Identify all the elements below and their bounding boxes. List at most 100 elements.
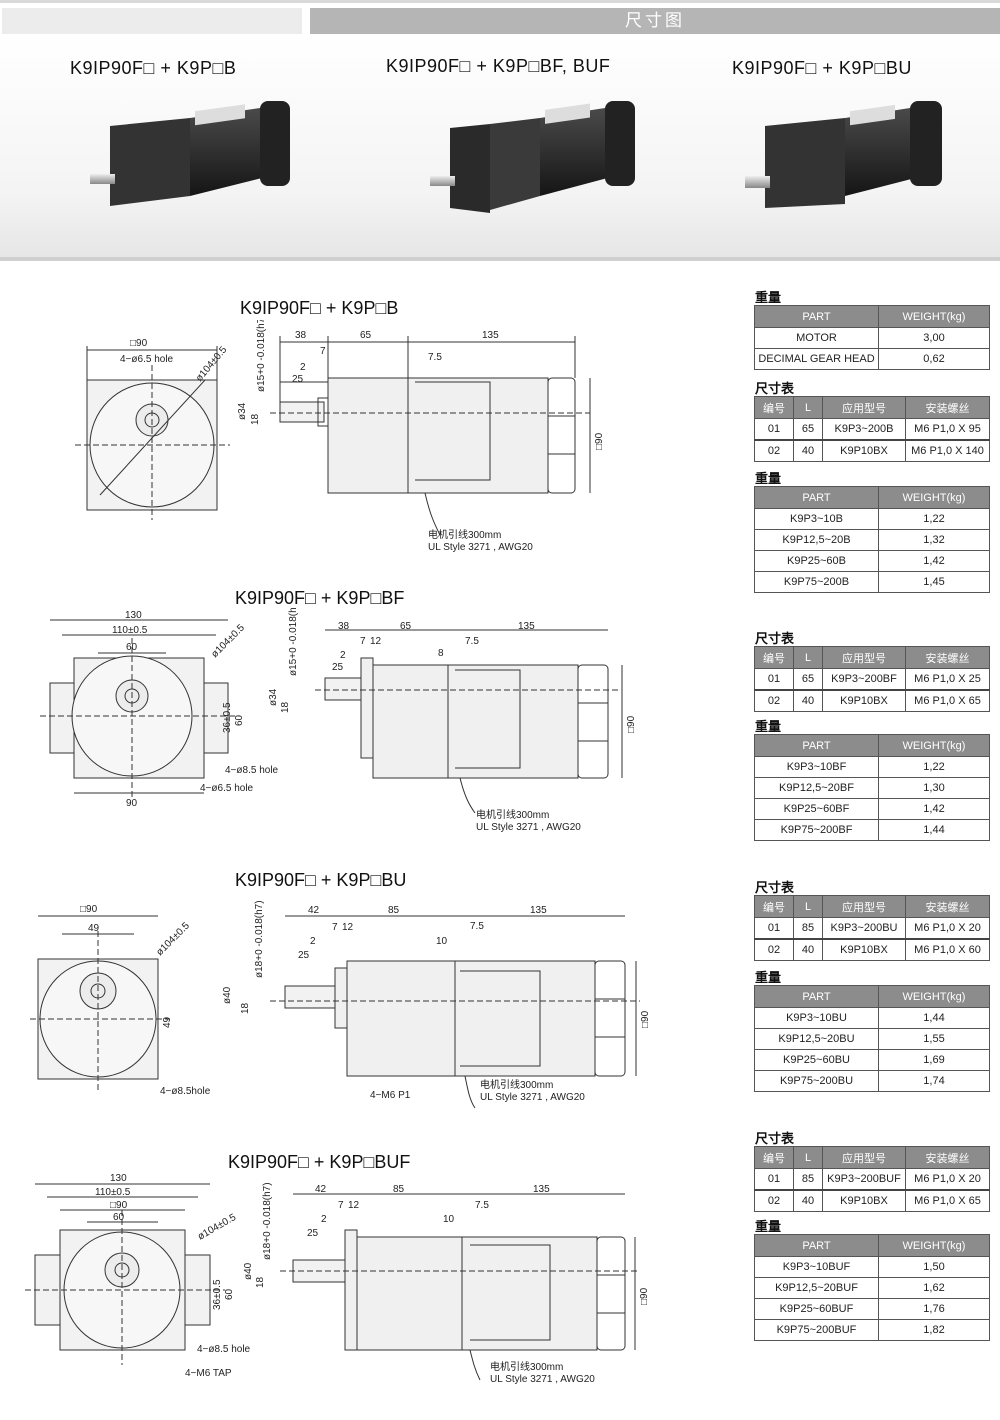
dim-body: □90 xyxy=(639,1287,650,1305)
tap-label: 4−M6 P1 xyxy=(370,1090,411,1101)
dim-7: 7 xyxy=(332,922,338,933)
cable-spec: UL Style 3271 , AWG20 xyxy=(476,822,581,833)
dim-body: □90 xyxy=(594,432,605,450)
product-title-b: K9IP90F□ + K9P□B xyxy=(70,58,237,78)
dim-2: 2 xyxy=(300,362,306,373)
dim-body: □90 xyxy=(626,715,637,733)
label-buf-size: 尺寸表 xyxy=(755,1131,795,1146)
dim-shaft: ø18+0 -0.018(h7) xyxy=(262,1182,273,1260)
drawing-title-bf: K9IP90F□ + K9P□BF xyxy=(235,588,405,608)
dim-60v: 60 xyxy=(224,1288,235,1300)
dim-65: 65 xyxy=(360,330,372,341)
drawing-title-buf: K9IP90F□ + K9P□BUF xyxy=(228,1152,411,1172)
label-bf-size: 尺寸表 xyxy=(755,631,795,646)
dim-49: 49 xyxy=(88,923,100,934)
dim-130: 130 xyxy=(110,1173,127,1184)
dim-7-5: 7.5 xyxy=(475,1200,489,1211)
drawing-bf: 130 110±0.5 60 ø104±0.5 36±0.5 60 4−ø8.5… xyxy=(40,608,637,833)
hero-divider xyxy=(0,257,1000,261)
dim-dia: ø34 xyxy=(268,688,279,706)
dim-12: 12 xyxy=(370,636,382,647)
dim-65: 65 xyxy=(400,621,412,632)
motor-photo-1 xyxy=(90,101,290,206)
dim-dia: ø34 xyxy=(237,402,248,420)
dim-25: 25 xyxy=(307,1228,319,1239)
dim-h: 18 xyxy=(280,701,291,713)
drawing-title-b: K9IP90F□ + K9P□B xyxy=(240,298,399,318)
label-b-weight: 重量 xyxy=(755,471,782,486)
dim-110: 110±0.5 xyxy=(112,625,148,636)
dim-135: 135 xyxy=(533,1184,550,1195)
section-title: 尺寸图 xyxy=(310,8,1000,34)
top-rule xyxy=(0,0,1000,3)
drawing-bu: □90 49 ø104±0.5 49 4−ø8.5hole 42 85 135 … xyxy=(30,900,650,1109)
cable-label: 电机引线300mm xyxy=(428,528,501,541)
dim-circle: ø104±0.5 xyxy=(154,920,192,958)
dim-circle: ø104±0.5 xyxy=(209,622,247,660)
motor-photo-3 xyxy=(745,101,942,208)
drawing-b: □90 4−ø6.5 hole ø104±0.5 38 65 135 7.5 7… xyxy=(75,320,605,553)
dim-7-5: 7.5 xyxy=(465,636,479,647)
dim-7-5: 7.5 xyxy=(470,921,484,932)
dim-square: □90 xyxy=(80,904,98,915)
dim-dia: ø40 xyxy=(243,1262,254,1280)
dim-110: 110±0.5 xyxy=(95,1187,131,1198)
dim-135: 135 xyxy=(530,905,547,916)
dim-7-5: 7.5 xyxy=(428,352,442,363)
cable-spec: UL Style 3271 , AWG20 xyxy=(480,1092,585,1103)
dim-60: 60 xyxy=(113,1212,125,1223)
label-bf-weight: 重量 xyxy=(755,719,782,734)
dim-2: 2 xyxy=(310,936,316,947)
dim-hole-85: 4−ø8.5 hole xyxy=(225,765,279,776)
dim-body: □90 xyxy=(640,1010,650,1028)
cable-spec: UL Style 3271 , AWG20 xyxy=(490,1374,595,1385)
dim-square: □90 xyxy=(110,1200,128,1211)
label-b-size: 尺寸表 xyxy=(755,381,795,396)
label-bu-weight: 重量 xyxy=(755,970,782,985)
dim-shaft: ø15+0 -0.018(h7) xyxy=(288,608,299,676)
dim-36: 36±0.5 xyxy=(222,702,233,733)
dim-130: 130 xyxy=(125,610,142,621)
dim-25: 25 xyxy=(332,662,344,673)
dim-85: 85 xyxy=(388,905,400,916)
dim-38: 38 xyxy=(295,330,307,341)
dim-hole-65: 4−ø6.5 hole xyxy=(200,783,254,794)
dim-h: 18 xyxy=(250,413,261,425)
dim-h: 18 xyxy=(255,1276,266,1288)
dim-square: □90 xyxy=(130,338,148,349)
dim-hole: 4−ø6.5 hole xyxy=(120,354,174,365)
cable-label: 电机引线300mm xyxy=(480,1078,553,1091)
dim-8: 8 xyxy=(438,648,444,659)
dim-10: 10 xyxy=(443,1214,455,1225)
dim-hole: 4−ø8.5 hole xyxy=(197,1344,251,1355)
cable-spec: UL Style 3271 , AWG20 xyxy=(428,542,533,553)
dim-25: 25 xyxy=(298,950,310,961)
dim-2: 2 xyxy=(321,1214,327,1225)
dim-85: 85 xyxy=(393,1184,405,1195)
label-bu-size: 尺寸表 xyxy=(755,880,795,895)
dim-circle: ø104±0.5 xyxy=(196,1212,238,1243)
label-motor-weight: 重量 xyxy=(755,290,782,305)
dim-shaft: ø18+0 -0.018(h7) xyxy=(254,900,265,978)
motor-photo-2 xyxy=(430,101,635,213)
dim-h: 18 xyxy=(240,1002,251,1014)
cable-label: 电机引线300mm xyxy=(476,808,549,821)
dim-42: 42 xyxy=(315,1184,327,1195)
drawing-buf: 130 110±0.5 □90 60 ø104±0.5 36±0.5 60 4−… xyxy=(25,1173,650,1385)
cable-label: 电机引线300mm xyxy=(490,1360,563,1373)
dim-42: 42 xyxy=(308,905,320,916)
dim-36: 36±0.5 xyxy=(212,1279,223,1310)
dim-135: 135 xyxy=(482,330,499,341)
dim-2: 2 xyxy=(340,650,346,661)
header-left-bar xyxy=(2,8,302,34)
dim-90: 90 xyxy=(126,798,138,809)
dim-tap: 4−M6 TAP xyxy=(185,1368,232,1379)
dim-7: 7 xyxy=(360,636,366,647)
